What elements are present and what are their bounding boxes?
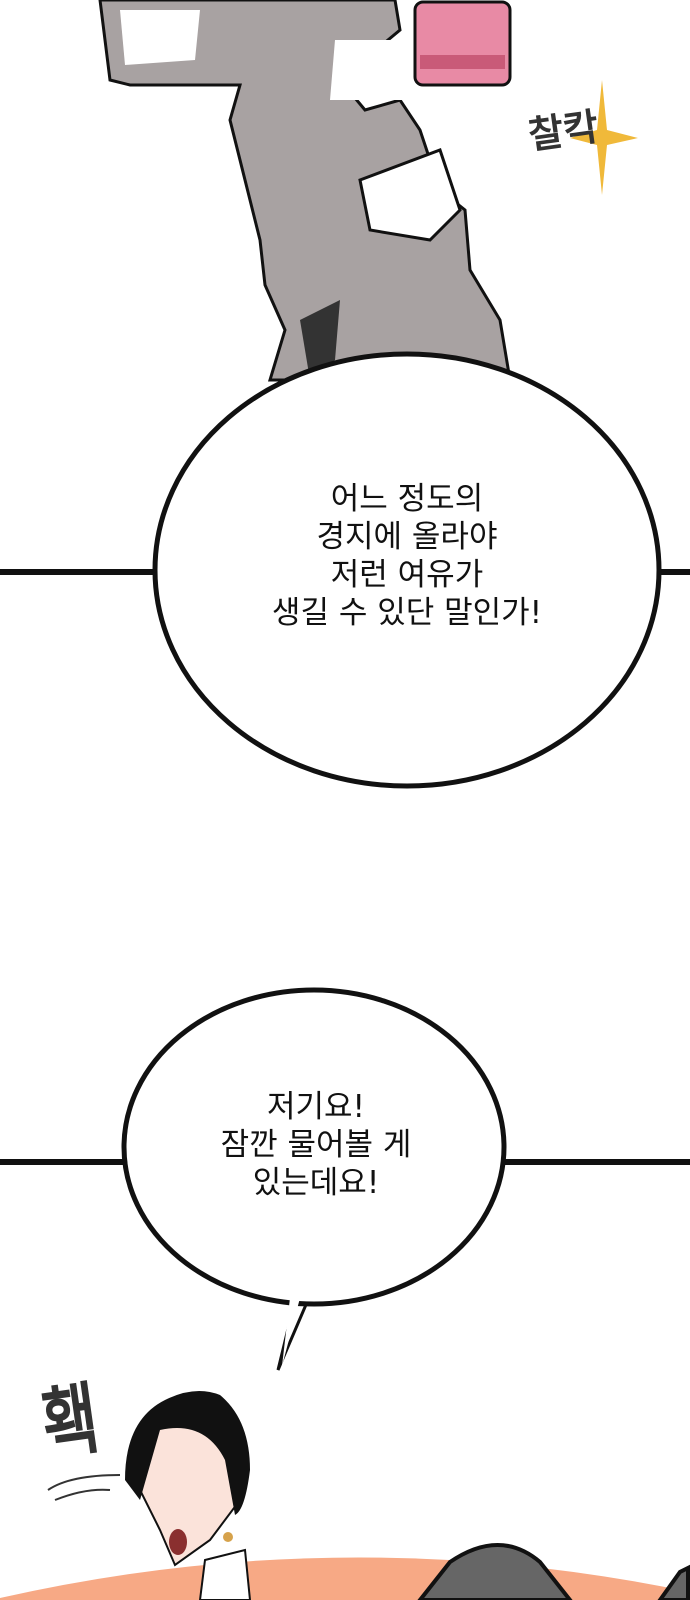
speech-bubble-2 xyxy=(121,987,507,1307)
orange-background xyxy=(0,1557,690,1600)
bubble-1-text: 어느 정도의 경지에 올라야 저런 여유가 생길 수 있단 말인가! xyxy=(207,480,607,632)
speech-bubble-1 xyxy=(152,351,662,789)
bubble-2-line: 저기요! xyxy=(267,1089,365,1125)
bubble-1-line: 경지에 올라야 xyxy=(316,519,498,555)
bubble-1-line: 저런 여유가 xyxy=(330,557,484,593)
bubble-2-line: 있는데요! xyxy=(252,1165,380,1201)
sfx-click: 찰칵 xyxy=(525,104,602,158)
sparkle-icon xyxy=(570,80,638,195)
bubble-2-line: 잠깐 물어볼 게 xyxy=(220,1127,412,1163)
pink-cup xyxy=(413,0,512,87)
woman-character xyxy=(47,1391,252,1600)
figure-holding-cup xyxy=(98,0,512,382)
bubble-1-line: 어느 정도의 xyxy=(330,481,484,517)
bubble-2-text: 저기요! 잠깐 물어볼 게 있는데요! xyxy=(136,1088,496,1202)
bubble-1-line: 생길 수 있단 말인가! xyxy=(271,595,543,631)
